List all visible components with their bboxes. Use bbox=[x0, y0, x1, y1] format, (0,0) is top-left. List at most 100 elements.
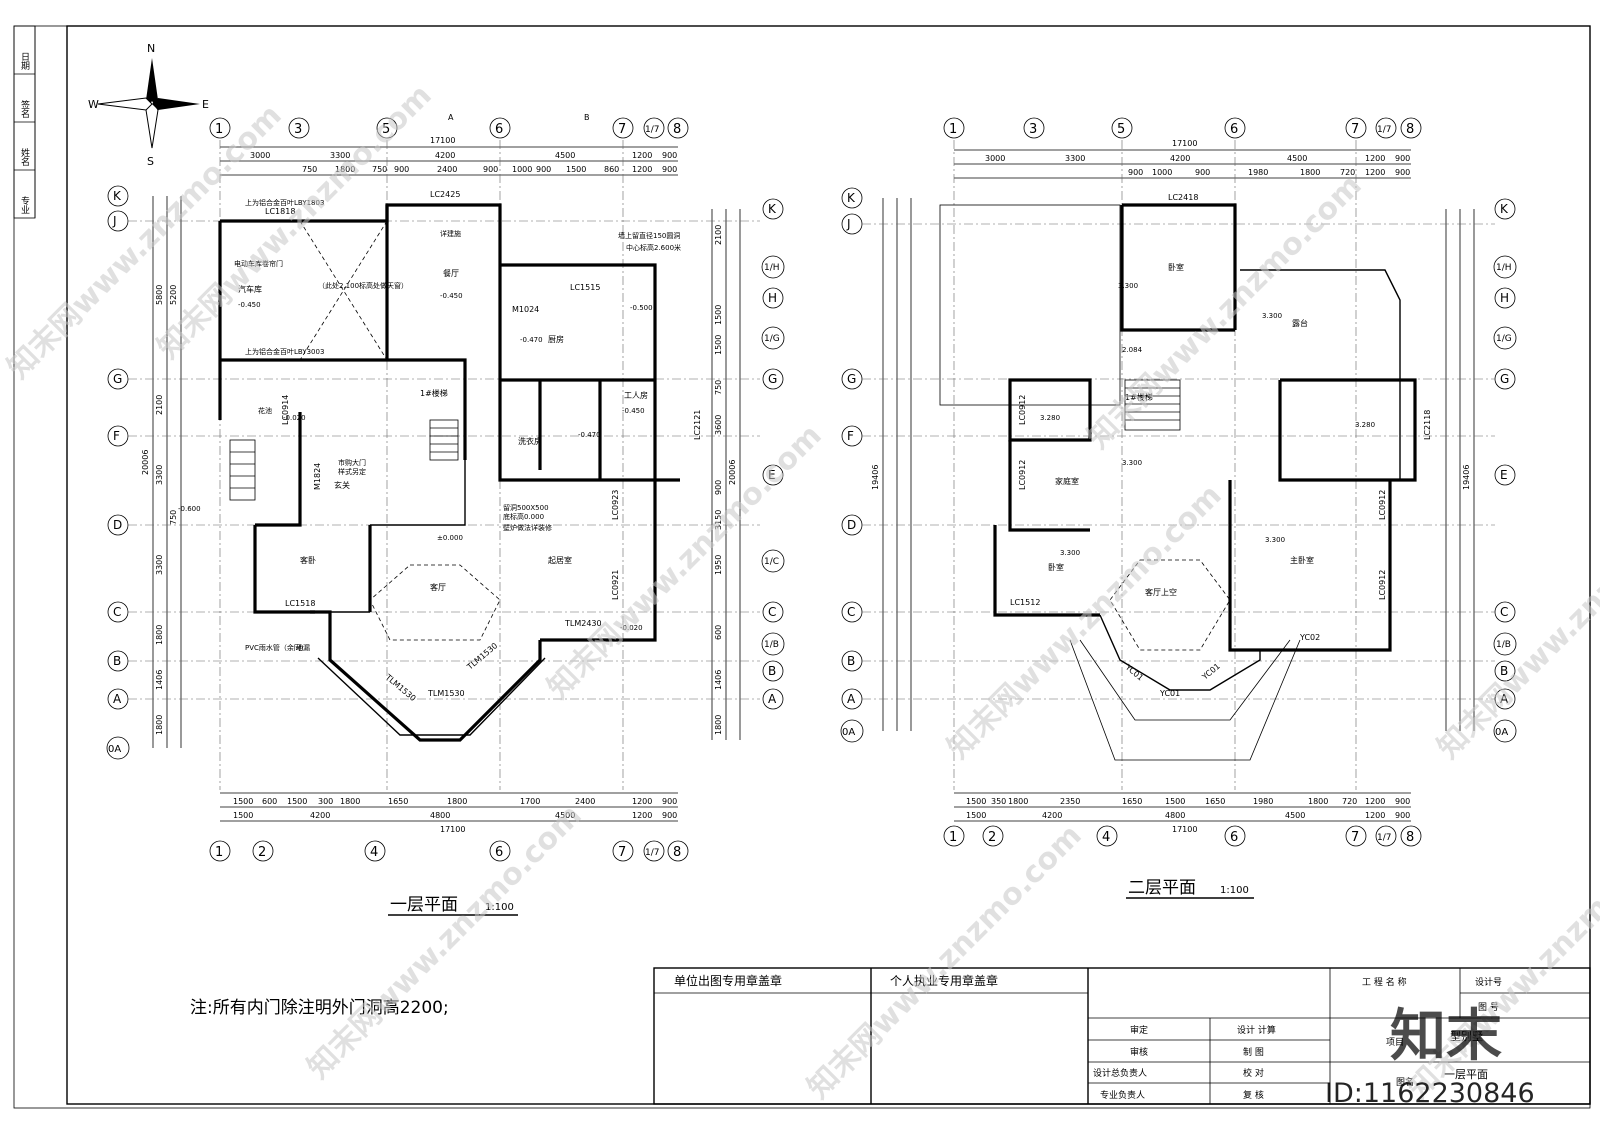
window-tag: M1824 bbox=[313, 463, 322, 490]
project-name-label: 工 程 名 称 bbox=[1362, 976, 1407, 988]
dim: 3000 bbox=[985, 154, 1005, 163]
axis-bubble: K bbox=[1500, 202, 1509, 216]
dim: 1650 bbox=[1122, 797, 1142, 806]
dim: 900 bbox=[1395, 811, 1410, 820]
room-label: 1#楼梯 bbox=[420, 388, 448, 398]
axis-bubble: K bbox=[768, 202, 777, 216]
title-block: 单位出图专用章盖章 个人执业专用章盖章 审定 审核 设计总负责人 专业负责人 设… bbox=[653, 967, 1591, 1105]
dim: 5200 bbox=[169, 285, 178, 305]
dim: 17100 bbox=[440, 825, 465, 834]
window-tag: LC1512 bbox=[1010, 598, 1040, 607]
dim: 1500 bbox=[714, 305, 723, 325]
dim: 19406 bbox=[871, 465, 880, 490]
axis-bubble: C bbox=[768, 605, 776, 619]
plan1-elevations: -0.450 -0.450 -0.470 -0.470 -0.450 -0.02… bbox=[178, 292, 653, 632]
dim: 4500 bbox=[1285, 811, 1305, 820]
dim: 350 bbox=[991, 797, 1006, 806]
role-label: 设计 计算 bbox=[1237, 1024, 1276, 1036]
axis-bubble: A bbox=[1500, 692, 1509, 706]
axis-bubble: 1 bbox=[949, 830, 957, 845]
dim: 900 bbox=[662, 797, 677, 806]
sidebar-label: 专业 bbox=[19, 195, 30, 214]
note: 花池 bbox=[258, 406, 272, 415]
dim: 1500 bbox=[233, 797, 253, 806]
window-tag: LC1515 bbox=[570, 283, 600, 292]
axis-bubble: 7 bbox=[1351, 830, 1359, 845]
dim: 900 bbox=[1128, 168, 1143, 177]
dim: 4200 bbox=[1170, 154, 1190, 163]
dim: 2100 bbox=[714, 225, 723, 245]
compass-rose: N S E W bbox=[88, 42, 209, 168]
axis-bubble: 1 bbox=[215, 845, 223, 860]
plan1-left-dims: 20006 5800 5200 2100 3300 750 3300 1800 … bbox=[141, 285, 178, 735]
dim: 3300 bbox=[330, 151, 350, 160]
watermark-text: 知末网www.znzmo.com bbox=[301, 798, 589, 1086]
dim: 750 bbox=[169, 510, 178, 525]
dim: 1800 bbox=[340, 797, 360, 806]
dim: 1200 bbox=[1365, 797, 1385, 806]
dim: 600 bbox=[262, 797, 277, 806]
dim: 4200 bbox=[1042, 811, 1062, 820]
dim: 1800 bbox=[714, 715, 723, 735]
axis-bubble: 0A bbox=[1495, 727, 1508, 738]
plan1-left-axis: K J G F D C B A 0A bbox=[106, 185, 130, 760]
room-label: 客厅 bbox=[430, 582, 446, 592]
axis-bubble: B bbox=[113, 654, 121, 668]
window-tag: LC0921 bbox=[611, 570, 620, 600]
axis-bubble: 4 bbox=[370, 845, 378, 860]
dim: 900 bbox=[394, 165, 409, 174]
note: 中心标高2.600米 bbox=[626, 243, 681, 252]
dim: 1500 bbox=[714, 335, 723, 355]
role-label: 审核 bbox=[1130, 1046, 1148, 1058]
room-label: 洗衣房 bbox=[518, 436, 542, 446]
section-mark: A bbox=[448, 113, 454, 122]
dim: 1406 bbox=[714, 670, 723, 690]
dim: 600 bbox=[714, 625, 723, 640]
plan-scale: 1:100 bbox=[1220, 885, 1249, 896]
axis-bubble: 1 bbox=[949, 122, 957, 137]
dim: 720 bbox=[1340, 168, 1355, 177]
window-tag: LC2118 bbox=[1423, 410, 1432, 440]
elevation: -0.450 bbox=[622, 407, 645, 415]
dim: 1650 bbox=[1205, 797, 1225, 806]
axis-bubble: 8 bbox=[673, 122, 681, 137]
dim: 3000 bbox=[250, 151, 270, 160]
dim: 1500 bbox=[233, 811, 253, 820]
role-label: 专业负责人 bbox=[1100, 1089, 1145, 1101]
axis-bubble: 1/7 bbox=[645, 848, 659, 858]
axis-bubble: A bbox=[113, 692, 122, 706]
window-tag: LC0912 bbox=[1018, 460, 1027, 490]
note: PVC雨水管（余同） bbox=[245, 643, 308, 652]
room-label: 客卧 bbox=[300, 555, 316, 565]
plan2-walls bbox=[939, 203, 1417, 761]
axis-bubble: K bbox=[113, 189, 122, 203]
elevation: 3.300 bbox=[1265, 536, 1285, 544]
dim: 2400 bbox=[575, 797, 595, 806]
dim: 4200 bbox=[435, 151, 455, 160]
dim: 720 bbox=[1342, 797, 1357, 806]
axis-bubble: 1/7 bbox=[1377, 833, 1391, 843]
dim: 1406 bbox=[155, 670, 164, 690]
drawing-name-label: 图名 bbox=[1396, 1076, 1414, 1088]
dim: 1500 bbox=[966, 811, 986, 820]
axis-bubble: C bbox=[847, 605, 855, 619]
item-label: 项目 bbox=[1386, 1037, 1404, 1048]
plan2-right-axis: K 1/H H 1/G G E C 1/B B A 0A bbox=[1493, 198, 1517, 743]
plan2-top-axis: 1 3 5 6 7 1/7 8 bbox=[943, 117, 1422, 139]
watermark-text: 知末网www.znzmo.com bbox=[1, 98, 289, 386]
note: 详建施 bbox=[440, 229, 461, 238]
dim: 4500 bbox=[555, 151, 575, 160]
plan2-bottom-dims: 1500 350 1800 2350 1650 1500 1650 1980 1… bbox=[966, 797, 1410, 834]
compass-s: S bbox=[147, 155, 154, 168]
axis-bubble: 1/7 bbox=[645, 125, 659, 135]
axis-bubble: 1/B bbox=[764, 640, 779, 650]
note: 样式另定 bbox=[338, 467, 366, 476]
dim: 1800 bbox=[1300, 168, 1320, 177]
dim: 1950 bbox=[714, 555, 723, 575]
axis-bubble: 1/G bbox=[1496, 334, 1512, 344]
axis-bubble: G bbox=[768, 372, 777, 386]
room-label: 卧室 bbox=[1168, 262, 1184, 272]
axis-bubble: C bbox=[113, 605, 121, 619]
sidebar-label: 姓名 bbox=[19, 147, 30, 167]
window-tag: TLM1530 bbox=[383, 672, 418, 703]
